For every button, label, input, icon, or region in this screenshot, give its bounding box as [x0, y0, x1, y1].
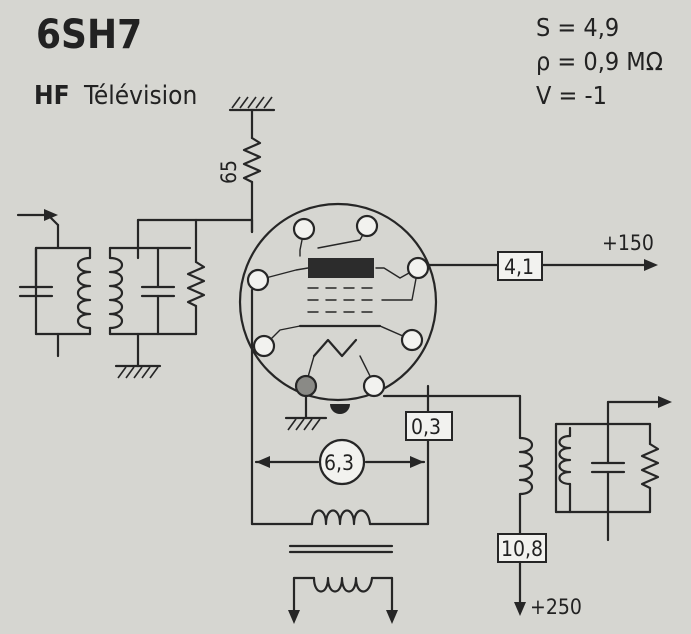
- plate-current-box: [497, 533, 547, 563]
- tube-pin-3: [406, 256, 430, 280]
- screen-voltage-label: +150: [602, 231, 654, 255]
- input-primary-tank: [18, 223, 92, 358]
- ground-symbol-tube: [284, 416, 328, 431]
- output-arrow: [658, 396, 672, 408]
- cathode-resistor: [242, 136, 262, 184]
- tube-envelope: [238, 202, 438, 402]
- resistor-value-label: 65: [217, 160, 241, 184]
- param-resistance: ρ = 0,9 MΩ: [536, 47, 663, 76]
- plate-supply-arrow: [514, 602, 526, 616]
- screen-supply-arrow: [644, 259, 658, 271]
- tube-pin-7: [294, 374, 318, 398]
- input-arrow: [16, 209, 60, 227]
- tube-type-title: 6SH7: [36, 12, 142, 58]
- param-transconductance: S = 4,9: [536, 13, 619, 42]
- plate-coil: [518, 436, 534, 496]
- input-secondary-tank: [108, 218, 254, 368]
- plate-current-value: 10,8: [501, 537, 543, 561]
- tube-pin-6: [400, 328, 424, 352]
- heater-transformer: [250, 509, 430, 624]
- subtitle-television: Télévision: [83, 81, 197, 111]
- ground-symbol-input: [114, 364, 162, 379]
- tube-pin-1: [292, 217, 316, 241]
- plate-voltage-label: +250: [530, 595, 582, 619]
- heater-current-value: 0,3: [411, 415, 441, 439]
- subtitle-hf: HF: [34, 81, 70, 111]
- tube-key: [330, 404, 350, 414]
- tube-pin-4: [246, 268, 270, 292]
- tube-pin-2: [355, 214, 379, 238]
- tube-pin-8: [362, 374, 386, 398]
- tube-electrodes: [298, 258, 382, 358]
- ground-symbol-top: [228, 96, 276, 112]
- output-tank: [554, 396, 672, 542]
- param-bias-voltage: V = -1: [536, 81, 607, 110]
- heater-voltage-circle: [318, 438, 366, 486]
- screen-current-value: 4,1: [504, 255, 534, 279]
- tube-pin-5: [252, 334, 276, 358]
- heater-current-box: [405, 411, 453, 441]
- heater-voltage-value: 6,3: [324, 451, 354, 475]
